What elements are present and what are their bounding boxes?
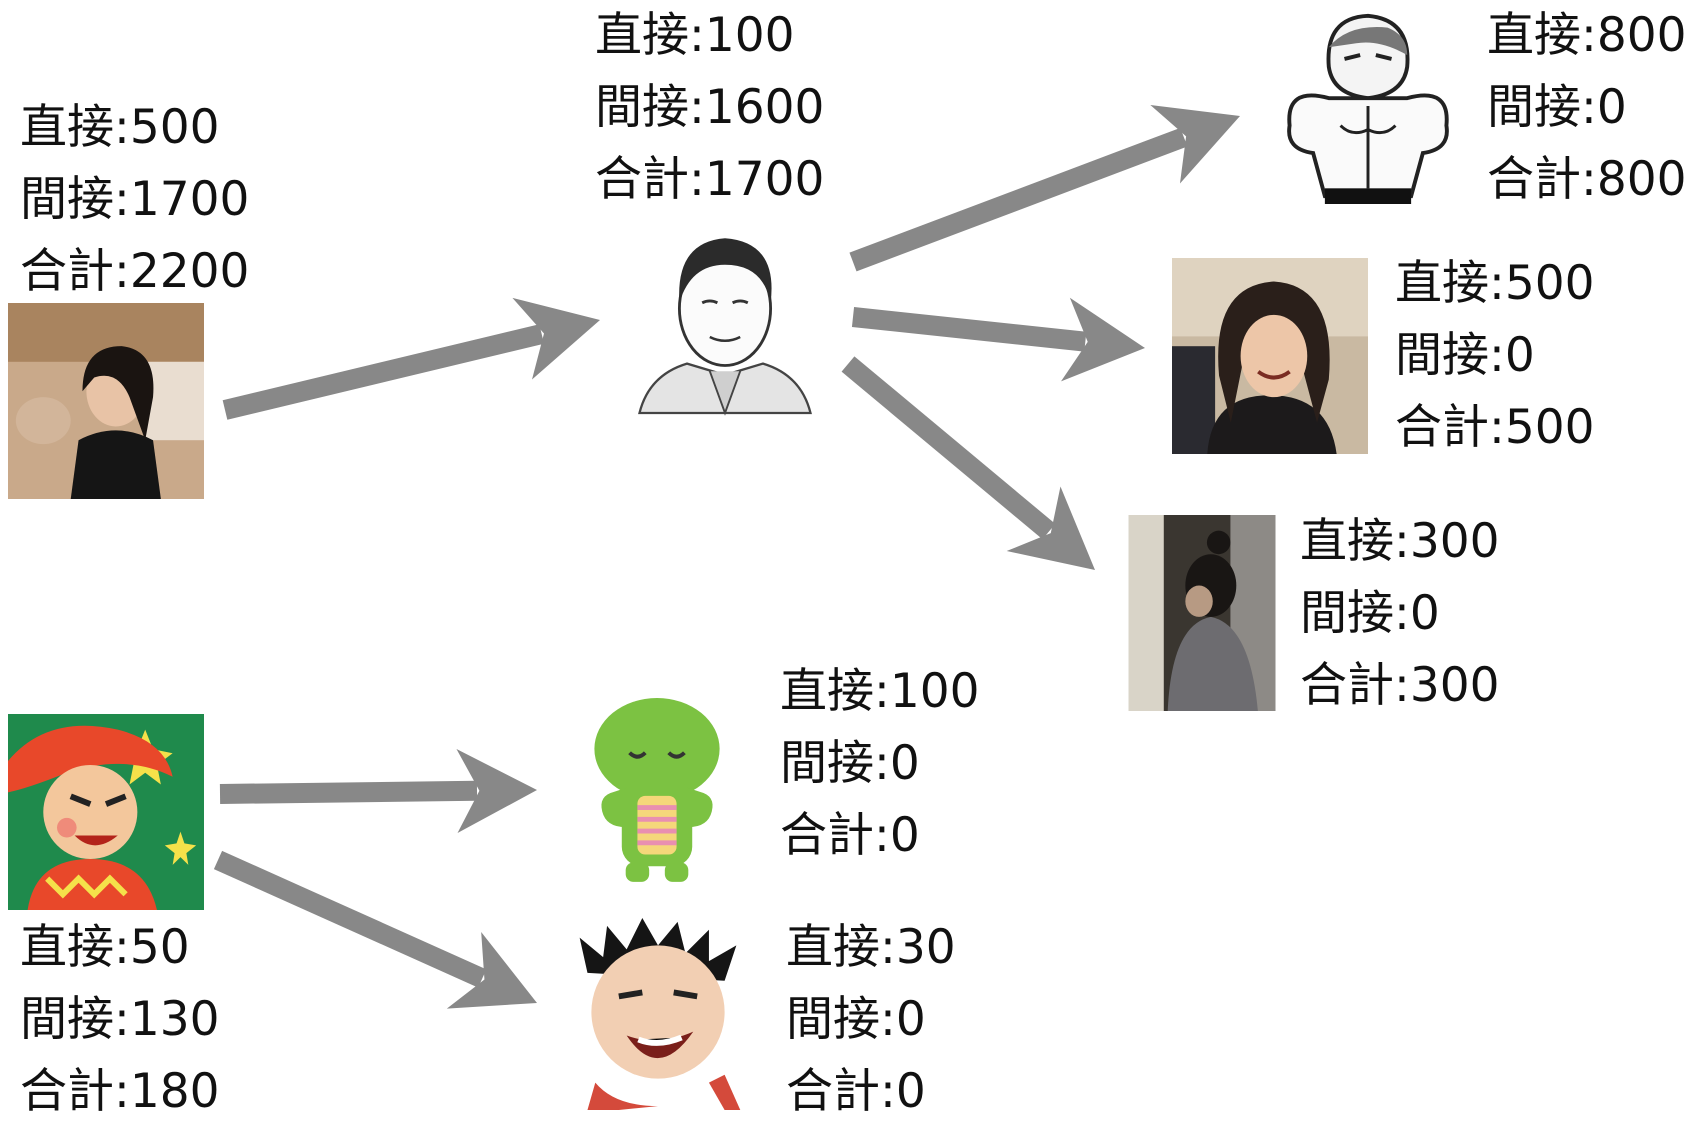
arrow-shaft [849,127,1188,272]
total-value: 合計:500 [1395,400,1595,455]
total-value: 合計:2200 [20,244,250,299]
total-value: 合計:0 [780,808,920,863]
indirect-value: 間接:0 [780,736,920,791]
edge-arrow-mid-a-to-leaf-a3 [841,356,1095,570]
arrow-shaft [851,307,1087,352]
arrow-head [1061,297,1145,382]
indirect-value: 間接:1700 [20,172,250,227]
node-mid-a-stats: 直接:100 間接:1600 合計:1700 [595,0,824,216]
direct-value: 直接:800 [1487,8,1687,63]
direct-value: 直接:30 [786,920,956,975]
node-leaf-a2-stats: 直接:500 間接:0 合計:500 [1395,248,1595,464]
arrow-head [456,749,537,834]
edge-arrow-root-b-to-leaf-b2 [213,850,537,1009]
arrow-head [512,297,600,380]
direct-value: 直接:100 [780,664,980,719]
indirect-value: 間接:130 [20,992,220,1047]
woman-by-window-photo-icon [1128,515,1276,711]
node-leaf-b2-stats: 直接:30 間接:0 合計:0 [786,912,956,1128]
edge-arrow-root-b-to-leaf-b1 [219,749,537,834]
arrow-head [1006,486,1095,570]
woman-black-top-photo-icon [8,303,204,499]
man-in-suit-sketch-icon [630,220,820,416]
smiling-woman-photo-icon [1172,258,1368,454]
direct-value: 直接:300 [1300,514,1500,569]
indirect-value: 間接:0 [786,992,926,1047]
total-value: 合計:1700 [595,152,825,207]
node-leaf-a1-stats: 直接:800 間接:0 合計:800 [1487,0,1687,216]
arrow-shaft [219,780,478,804]
green-creature-mascot-icon [567,690,747,886]
indirect-value: 間接:0 [1300,586,1440,641]
arrow-shaft [222,324,544,420]
boy-red-hat-cartoon-icon [8,714,204,910]
edge-arrow-root-a-to-mid-a [222,297,600,420]
edge-arrow-mid-a-to-leaf-a2 [851,297,1145,382]
node-root-a-stats: 直接:500 間接:1700 合計:2200 [20,92,249,308]
indirect-value: 間接:1600 [595,80,825,135]
arrow-shaft [213,850,487,988]
direct-value: 直接:100 [595,8,795,63]
laughing-man-illustration-icon [560,918,756,1110]
total-value: 合計:0 [786,1064,926,1119]
node-root-b-stats: 直接:50 間接:130 合計:180 [20,912,220,1128]
arrow-head [1150,104,1240,184]
indirect-value: 間接:0 [1487,80,1627,135]
arrow-head [446,931,537,1009]
total-value: 合計:180 [20,1064,220,1119]
edge-arrow-mid-a-to-leaf-a1 [849,104,1240,272]
direct-value: 直接:500 [20,100,220,155]
arrow-shaft [841,356,1056,540]
direct-value: 直接:50 [20,920,190,975]
indirect-value: 間接:0 [1395,328,1535,383]
muscle-man-cartoon-icon [1268,8,1468,204]
total-value: 合計:800 [1487,152,1687,207]
node-leaf-b1-stats: 直接:100 間接:0 合計:0 [780,656,980,872]
direct-value: 直接:500 [1395,256,1595,311]
node-leaf-a3-stats: 直接:300 間接:0 合計:300 [1300,506,1500,722]
total-value: 合計:300 [1300,658,1500,713]
